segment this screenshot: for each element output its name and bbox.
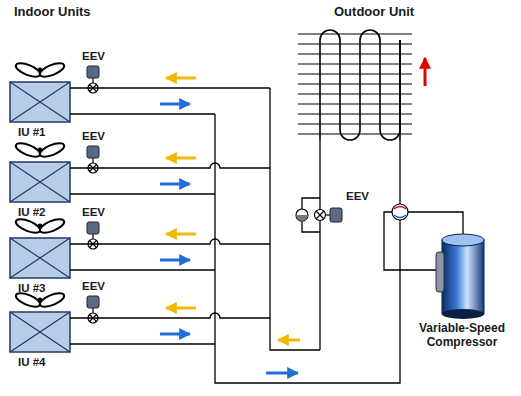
section-heading: Outdoor Unit bbox=[334, 5, 414, 20]
suction-branch bbox=[70, 113, 215, 114]
compressor-top bbox=[442, 234, 484, 246]
coil-cross bbox=[10, 162, 70, 202]
coil-fin bbox=[298, 104, 412, 105]
check-valve bbox=[296, 209, 308, 221]
suction-branch bbox=[70, 193, 215, 194]
indoor-units bbox=[10, 60, 300, 373]
fan-blade bbox=[38, 216, 66, 235]
part-label: EEV bbox=[82, 280, 105, 293]
flow-arrow bbox=[278, 339, 300, 342]
fan-blade bbox=[14, 140, 42, 159]
compressor-body bbox=[442, 240, 484, 314]
liquid-branch bbox=[70, 87, 270, 88]
flow-arrow bbox=[160, 333, 190, 336]
liquid-branch bbox=[70, 239, 270, 244]
valve-port bbox=[394, 215, 406, 218]
part-label: IU #2 bbox=[18, 206, 46, 219]
part-label: EEV bbox=[82, 50, 105, 63]
part-label: EEV bbox=[82, 206, 105, 219]
coil-fin bbox=[298, 94, 412, 95]
part-label: EEV bbox=[346, 190, 369, 203]
coil-cross bbox=[10, 82, 70, 122]
compressor-suction bbox=[384, 212, 436, 270]
flow-arrow bbox=[166, 307, 196, 310]
flow-arrow bbox=[266, 372, 298, 375]
coil-fin bbox=[298, 34, 412, 35]
fan-blade bbox=[14, 216, 42, 235]
flow-arrow bbox=[160, 183, 190, 186]
fan-hub bbox=[38, 148, 43, 153]
coil-fin bbox=[298, 54, 412, 55]
flow-arrow bbox=[166, 157, 196, 160]
coil-fin bbox=[298, 74, 412, 75]
compressor-base bbox=[442, 309, 484, 319]
valve-port bbox=[394, 207, 406, 210]
coil-tube bbox=[320, 30, 400, 140]
fan-hub bbox=[38, 298, 43, 303]
compressor-discharge bbox=[408, 212, 463, 234]
actuator-stem bbox=[325, 214, 330, 215]
liquid-branch bbox=[70, 313, 270, 318]
fan-hub bbox=[38, 224, 43, 229]
part-label: EEV bbox=[82, 130, 105, 143]
condenser-coil bbox=[298, 30, 412, 140]
valve-cross bbox=[316, 211, 324, 219]
indoor-coil bbox=[10, 238, 70, 278]
coil-tube bbox=[399, 40, 401, 140]
actuator-stem bbox=[92, 158, 93, 163]
section-heading: Indoor Units bbox=[14, 5, 91, 20]
actuator-stem bbox=[92, 234, 93, 239]
flow-arrow bbox=[166, 233, 196, 236]
suction-branch bbox=[70, 343, 215, 344]
fan-hub bbox=[38, 68, 43, 73]
coil-fin bbox=[298, 134, 412, 135]
coil-fin bbox=[298, 114, 412, 115]
part-label: IU #3 bbox=[18, 282, 46, 295]
accumulator bbox=[436, 252, 444, 292]
part-label: Variable-Speed Compressor bbox=[412, 322, 512, 350]
flow-arrow bbox=[160, 259, 190, 262]
coil-fin bbox=[298, 44, 412, 45]
fan-blade bbox=[38, 60, 66, 79]
suction-branch bbox=[70, 269, 215, 270]
coil-fin bbox=[298, 84, 412, 85]
part-label: IU #4 bbox=[18, 356, 46, 369]
fan-blade bbox=[38, 140, 66, 159]
fan-blade bbox=[14, 60, 42, 79]
indoor-coil bbox=[10, 312, 70, 352]
valve-actuator bbox=[87, 222, 99, 234]
liquid-bus bbox=[270, 88, 320, 350]
four-way-valve bbox=[392, 204, 408, 220]
coil-cross bbox=[10, 312, 70, 352]
flow-arrow bbox=[160, 103, 190, 106]
suction-bus bbox=[215, 114, 400, 383]
pipework bbox=[70, 88, 463, 383]
liquid-line bbox=[319, 140, 320, 350]
actuator-stem bbox=[92, 78, 93, 83]
valve-actuator bbox=[87, 66, 99, 78]
actuator-stem bbox=[92, 308, 93, 313]
part-label: IU #1 bbox=[18, 126, 46, 139]
airflow-arrow bbox=[424, 58, 427, 86]
valve-symbol bbox=[315, 210, 326, 221]
flow-arrow bbox=[166, 77, 196, 80]
indoor-coil bbox=[10, 82, 70, 122]
coil-fin bbox=[298, 64, 412, 65]
coil-fin bbox=[298, 124, 412, 125]
valve-actuator bbox=[330, 208, 342, 222]
valve-actuator bbox=[87, 296, 99, 308]
liquid-branch bbox=[70, 163, 270, 168]
indoor-coil bbox=[10, 162, 70, 202]
valve-actuator bbox=[87, 146, 99, 158]
coil-cross bbox=[10, 238, 70, 278]
outdoor-components bbox=[296, 58, 484, 350]
discharge-line bbox=[399, 140, 400, 204]
check-valve-fill bbox=[296, 215, 308, 221]
